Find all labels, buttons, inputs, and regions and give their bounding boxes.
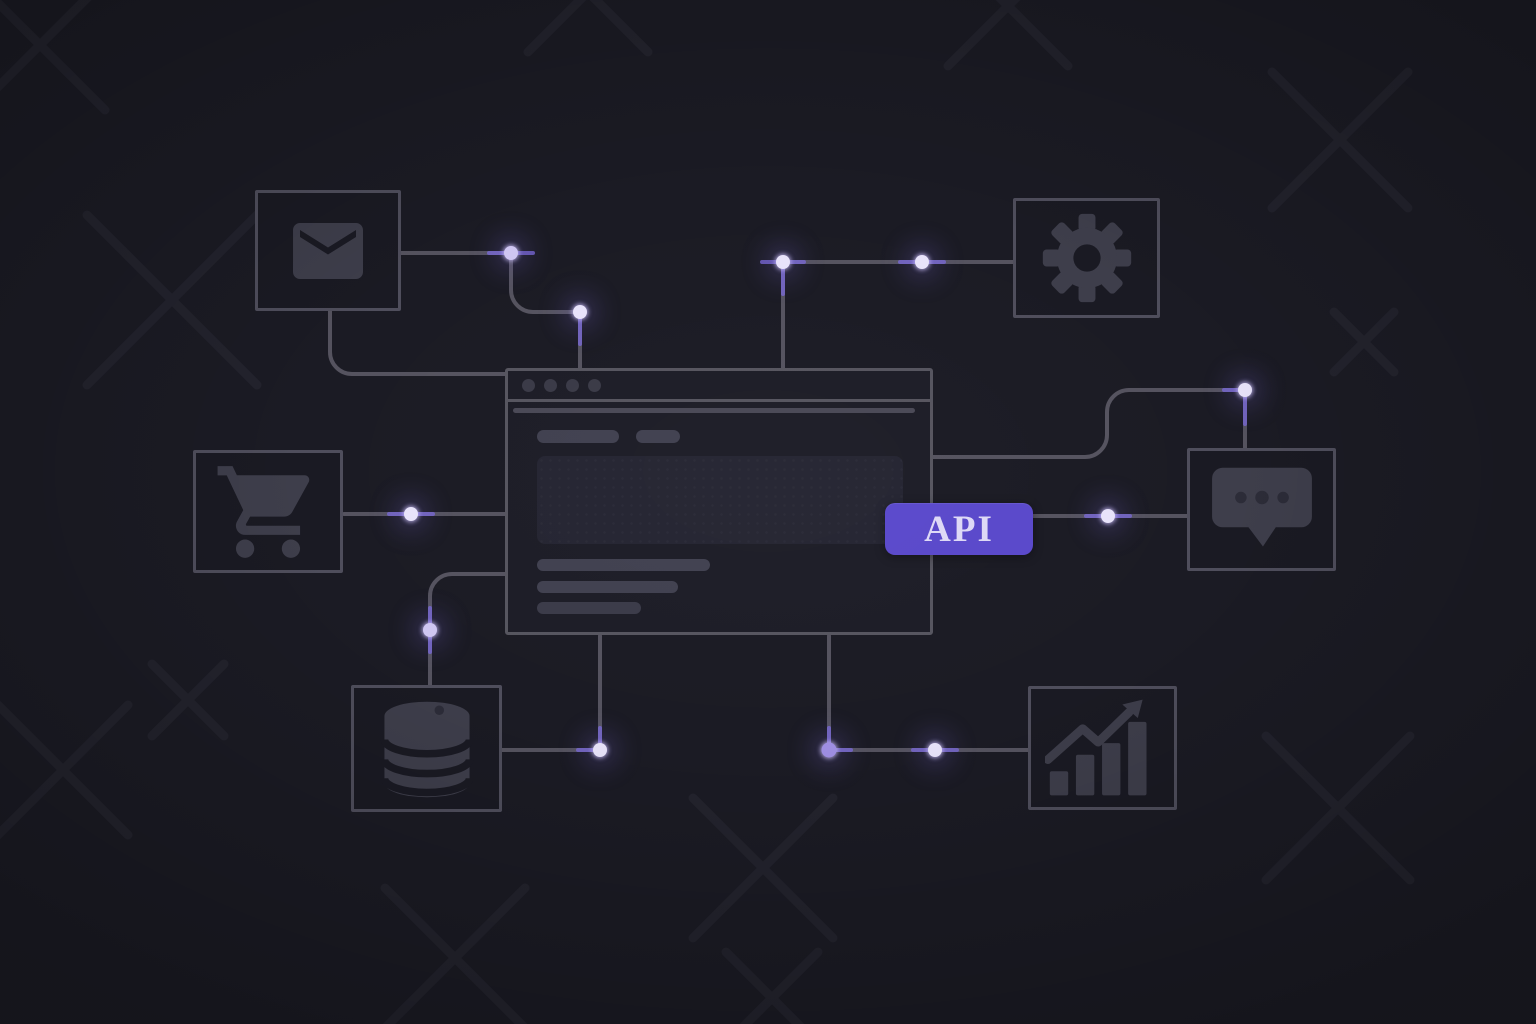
text-placeholder-line <box>537 602 641 614</box>
connection-node-dot <box>423 623 437 637</box>
connection-node-dot <box>915 255 929 269</box>
nav-pill <box>636 430 680 443</box>
connector-email-to-browser-left <box>328 309 508 376</box>
connection-node-dot <box>504 246 518 260</box>
browser-window <box>505 368 933 635</box>
envelope-icon <box>293 222 363 279</box>
chat-bubble-icon <box>1211 467 1312 546</box>
address-bar-line <box>513 408 915 413</box>
connection-node-dot <box>404 507 418 521</box>
gear-icon <box>1042 213 1131 303</box>
settings-node <box>1013 198 1160 318</box>
analytics-node <box>1028 686 1177 810</box>
shopping-cart-icon <box>217 465 310 558</box>
connection-node-dot <box>821 742 837 758</box>
window-dot <box>588 378 601 392</box>
window-dot <box>566 378 579 392</box>
content-placeholder-block <box>537 456 903 544</box>
bar-chart-growth-icon <box>1044 699 1146 796</box>
nav-pill <box>537 430 619 443</box>
connection-node-dot <box>928 743 942 757</box>
database-node <box>351 685 502 812</box>
connection-node-dot <box>593 743 607 757</box>
chat-node <box>1187 448 1336 571</box>
api-badge-label: API <box>924 508 994 550</box>
text-placeholder-line <box>537 581 678 593</box>
window-dot <box>544 378 557 392</box>
email-node <box>255 190 401 311</box>
connector-browser-to-database-top <box>428 572 508 688</box>
shopping-cart-node <box>193 450 343 573</box>
browser-titlebar <box>508 371 930 402</box>
text-placeholder-line <box>537 559 710 571</box>
connection-node-dot <box>1238 383 1252 397</box>
connection-node-dot <box>776 255 790 269</box>
connection-node-dot <box>1101 509 1115 523</box>
connection-node-dot <box>573 305 587 319</box>
database-icon <box>380 701 473 797</box>
window-dot <box>522 378 535 392</box>
api-badge: API <box>885 503 1033 555</box>
